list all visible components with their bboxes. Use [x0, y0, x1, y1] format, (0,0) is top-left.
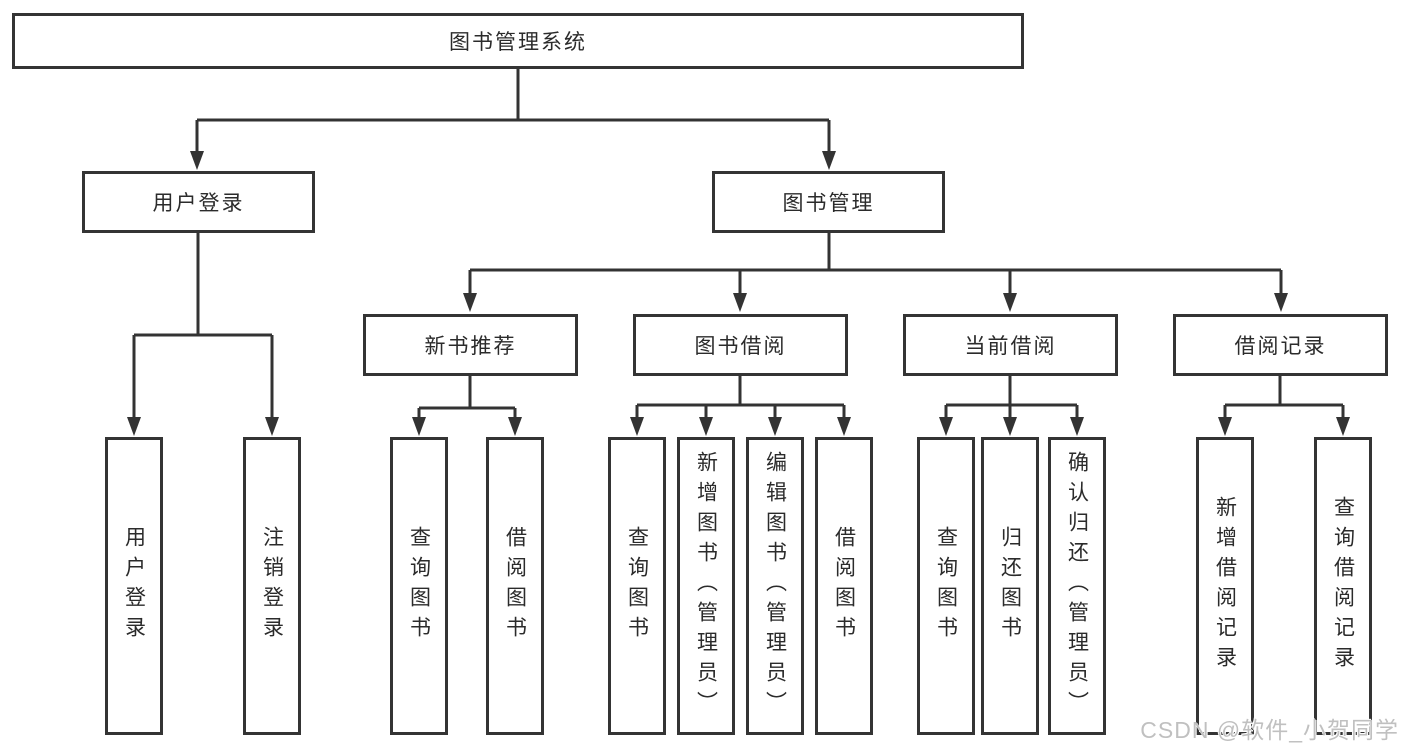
- leaf-recommend-query-books-label: 查询图书: [407, 526, 431, 646]
- root-node-label: 图书管理系统: [449, 31, 587, 54]
- branch-book-management: 图书管理: [712, 171, 945, 233]
- root-node: 图书管理系统: [12, 13, 1024, 69]
- leaf-borrow-query-books-label: 查询图书: [625, 526, 649, 646]
- csdn-watermark: CSDN @软件_小贺同学: [1140, 717, 1399, 743]
- node-book-borrow-label: 图书借阅: [694, 335, 787, 358]
- leaf-edit-books-admin-label: 编辑图书（管理员）: [763, 451, 787, 721]
- leaf-return-books-label: 归还图书: [998, 526, 1022, 646]
- node-current-borrow: 当前借阅: [903, 314, 1118, 376]
- leaf-add-books-admin-label: 新增图书（管理员）: [694, 451, 718, 721]
- leaf-recommend-query-books: 查询图书: [390, 437, 448, 735]
- leaf-recommend-borrow-books-label: 借阅图书: [503, 526, 527, 646]
- leaf-borrow-books-label: 借阅图书: [832, 526, 856, 646]
- leaf-user-login-label: 用户登录: [122, 526, 146, 646]
- branch-book-management-label: 图书管理: [782, 192, 875, 215]
- leaf-confirm-return-admin: 确认归还（管理员）: [1048, 437, 1106, 735]
- arrowhead-icons: [127, 151, 1350, 436]
- leaf-edit-books-admin: 编辑图书（管理员）: [746, 437, 804, 735]
- leaf-add-books-admin: 新增图书（管理员）: [677, 437, 735, 735]
- branch-user-login: 用户登录: [82, 171, 315, 233]
- leaf-add-borrow-record: 新增借阅记录: [1196, 437, 1254, 735]
- node-new-book-recommend: 新书推荐: [363, 314, 578, 376]
- leaf-recommend-borrow-books: 借阅图书: [486, 437, 544, 735]
- node-new-book-recommend-label: 新书推荐: [424, 335, 517, 358]
- leaf-add-borrow-record-label: 新增借阅记录: [1213, 496, 1237, 676]
- branch-user-login-label: 用户登录: [152, 192, 245, 215]
- leaf-borrow-books: 借阅图书: [815, 437, 873, 735]
- node-current-borrow-label: 当前借阅: [964, 335, 1057, 358]
- leaf-confirm-return-admin-label: 确认归还（管理员）: [1065, 451, 1089, 721]
- node-borrow-records: 借阅记录: [1173, 314, 1388, 376]
- leaf-logout: 注销登录: [243, 437, 301, 735]
- leaf-logout-label: 注销登录: [260, 526, 284, 646]
- node-book-borrow: 图书借阅: [633, 314, 848, 376]
- leaf-query-borrow-record-label: 查询借阅记录: [1331, 496, 1355, 676]
- leaf-current-query-books-label: 查询图书: [934, 526, 958, 646]
- leaf-borrow-query-books: 查询图书: [608, 437, 666, 735]
- node-borrow-records-label: 借阅记录: [1234, 335, 1327, 358]
- leaf-query-borrow-record: 查询借阅记录: [1314, 437, 1372, 735]
- leaf-current-query-books: 查询图书: [917, 437, 975, 735]
- leaf-return-books: 归还图书: [981, 437, 1039, 735]
- leaf-user-login: 用户登录: [105, 437, 163, 735]
